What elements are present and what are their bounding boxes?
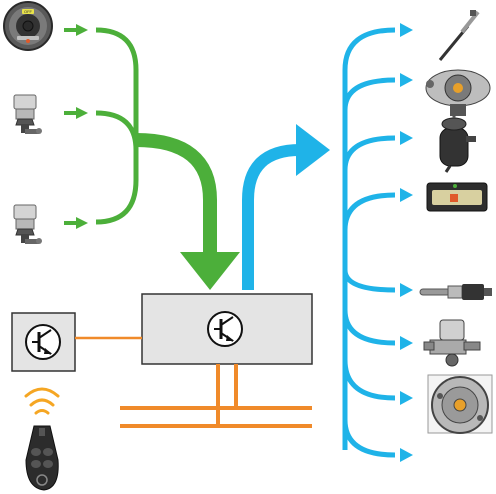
input-merge-lines <box>95 27 139 225</box>
glow-plug-icon <box>438 10 480 61</box>
transistor-icon <box>207 311 243 347</box>
transistor-icon <box>25 324 61 360</box>
output-arrowheads <box>400 23 413 462</box>
output-main-arrowhead <box>296 124 330 176</box>
input-main-arrow <box>135 133 217 255</box>
output-main-line <box>242 144 301 290</box>
switch-dial-icon: OFF <box>3 1 53 51</box>
fan-motor-icon <box>427 374 493 434</box>
dial-label: OFF <box>24 9 33 14</box>
remote-key-icon <box>25 425 59 491</box>
output-branch-lines <box>342 27 396 458</box>
temperature-sensor-icon <box>13 94 42 134</box>
input-arrowheads <box>76 24 88 229</box>
input-arrows <box>64 28 78 225</box>
bus-lines <box>120 364 312 428</box>
blower-motor-icon <box>425 69 491 116</box>
input-main-arrowhead <box>180 252 240 290</box>
fuel-pump-icon <box>439 110 476 173</box>
temperature-sender-icon <box>419 284 492 300</box>
temperature-sensor-icon <box>13 204 42 244</box>
display-panel-icon <box>426 182 488 212</box>
coolant-valve-icon <box>423 319 481 367</box>
radio-waves-icon <box>24 387 60 415</box>
